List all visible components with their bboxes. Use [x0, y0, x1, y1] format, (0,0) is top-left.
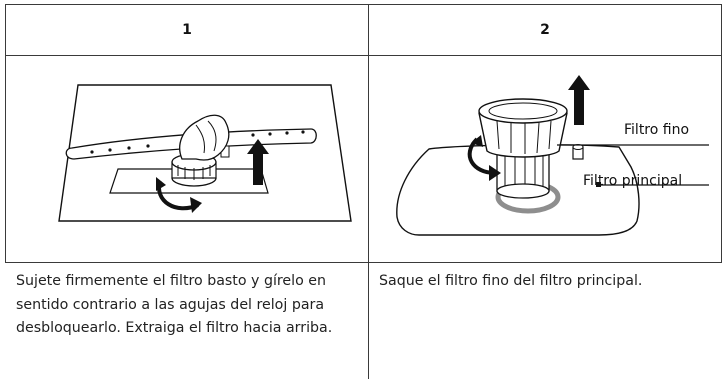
figure-divider: [5, 262, 722, 263]
step-2-illustration: Filtro fino Filtro principal: [369, 55, 721, 262]
table-border-left: [5, 4, 6, 262]
dishwasher-coarse-filter-illustration: [58, 84, 352, 222]
dishwasher-fine-filter-illustration: [396, 75, 709, 236]
fine-filter-label: Filtro fino: [624, 122, 690, 138]
table-border-right: [721, 4, 722, 262]
table-border-top: [5, 4, 722, 5]
header-divider: [5, 55, 722, 56]
step-2-instruction: Saque el filtro fino del filtro principa…: [379, 273, 643, 289]
column-divider: [368, 4, 369, 379]
step-1-illustration: [6, 55, 368, 262]
step-1-instruction: Sujete firmemente el filtro basto y gíre…: [16, 273, 333, 336]
step-1-header: 1: [182, 22, 192, 38]
step-2-header: 2: [540, 22, 550, 38]
main-filter-label: Filtro principal: [583, 173, 683, 189]
instruction-table: 1 2: [5, 4, 722, 379]
